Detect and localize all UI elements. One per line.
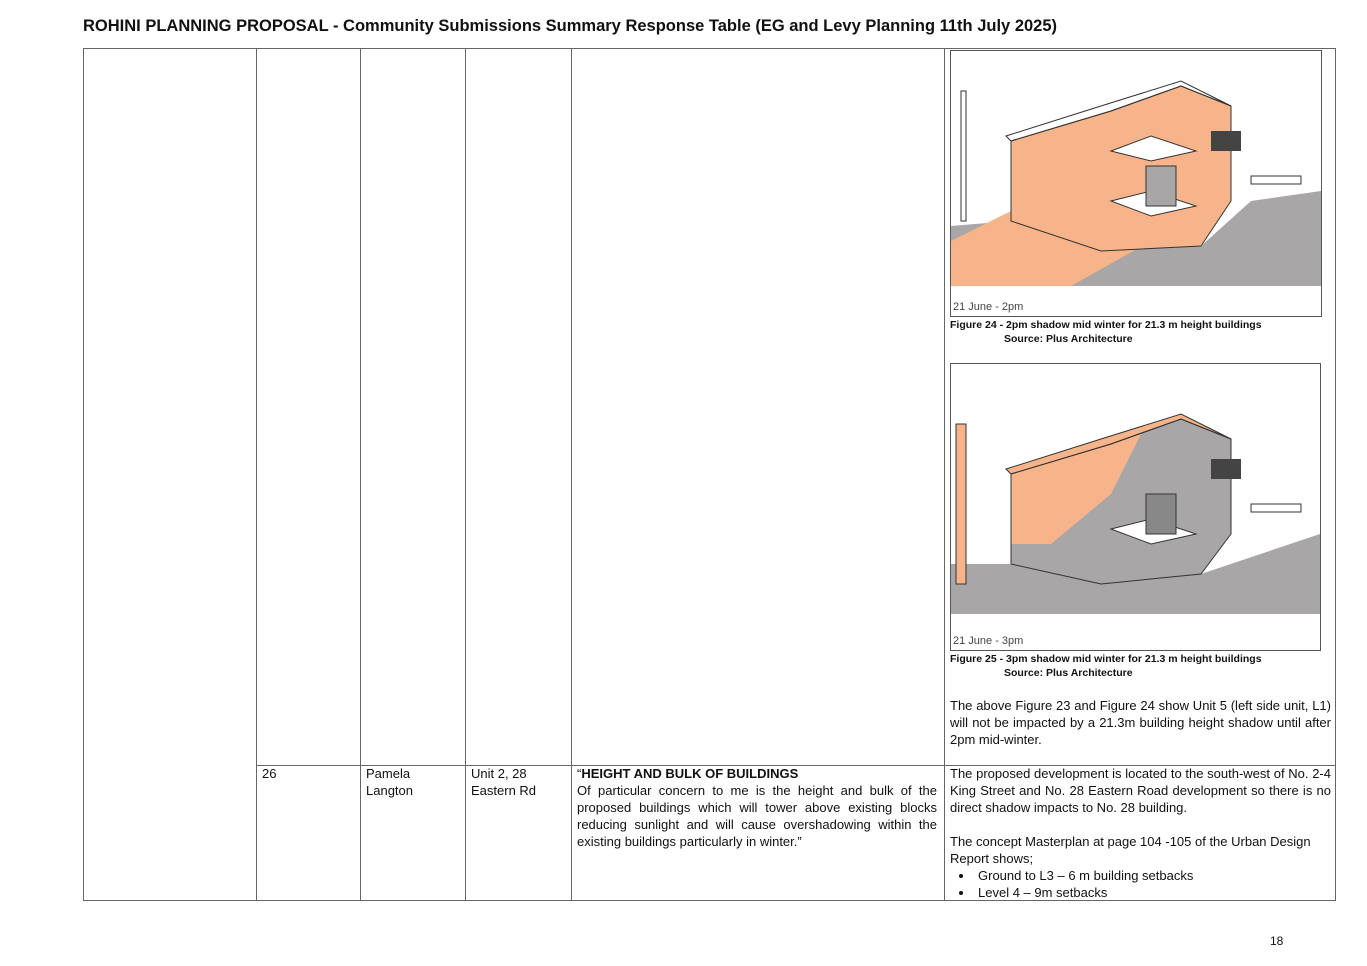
submitter-name: Pamela Langton xyxy=(366,766,413,798)
submission-number: 26 xyxy=(262,766,277,781)
figure-time-label: 21 June - 2pm xyxy=(953,301,1024,313)
response-paragraph: The proposed development is located to t… xyxy=(950,766,1331,815)
column-divider xyxy=(256,49,257,900)
column-divider xyxy=(571,49,572,900)
submissions-table xyxy=(83,48,1336,901)
figure-source: Source: Plus Architecture xyxy=(1004,667,1133,679)
row-divider xyxy=(256,765,1335,766)
figure-caption: Figure 25 - 3pm shadow mid winter for 21… xyxy=(950,653,1262,665)
figure-25-image: 21 June - 3pm xyxy=(950,363,1321,651)
column-divider xyxy=(465,49,466,900)
submitter-address: Unit 2, 28 Eastern Rd xyxy=(471,766,537,798)
figure-source: Source: Plus Architecture xyxy=(1004,333,1133,345)
page-title: ROHINI PLANNING PROPOSAL - Community Sub… xyxy=(83,17,1058,35)
row1-response: The above Figure 23 and Figure 24 show U… xyxy=(950,698,1331,747)
shadow-diagram-3pm xyxy=(951,413,1320,614)
row2-response: The proposed development is located to t… xyxy=(950,765,1331,901)
list-item: Level 4 – 9m setbacks xyxy=(974,884,1331,901)
submission-text: “HEIGHT AND BULK OF BUILDINGS Of particu… xyxy=(577,765,937,850)
open-quote: “ xyxy=(577,766,582,781)
shadow-diagram-2pm xyxy=(951,80,1321,286)
setback-list: Ground to L3 – 6 m building setbacks Lev… xyxy=(950,867,1331,901)
submission-heading: HEIGHT AND BULK OF BUILDINGS xyxy=(581,766,799,781)
response-paragraph: The concept Masterplan at page 104 -105 … xyxy=(950,834,1311,866)
list-item: Ground to L3 – 6 m building setbacks xyxy=(974,867,1331,884)
figure-time-label: 21 June - 3pm xyxy=(953,635,1024,647)
figure-caption: Figure 24 - 2pm shadow mid winter for 21… xyxy=(950,319,1262,331)
column-divider xyxy=(360,49,361,900)
figure-24-image: 21 June - 2pm xyxy=(950,50,1322,317)
column-divider xyxy=(944,49,945,900)
submission-body: Of particular concern to me is the heigh… xyxy=(577,783,937,849)
page-number: 18 xyxy=(1270,934,1284,948)
